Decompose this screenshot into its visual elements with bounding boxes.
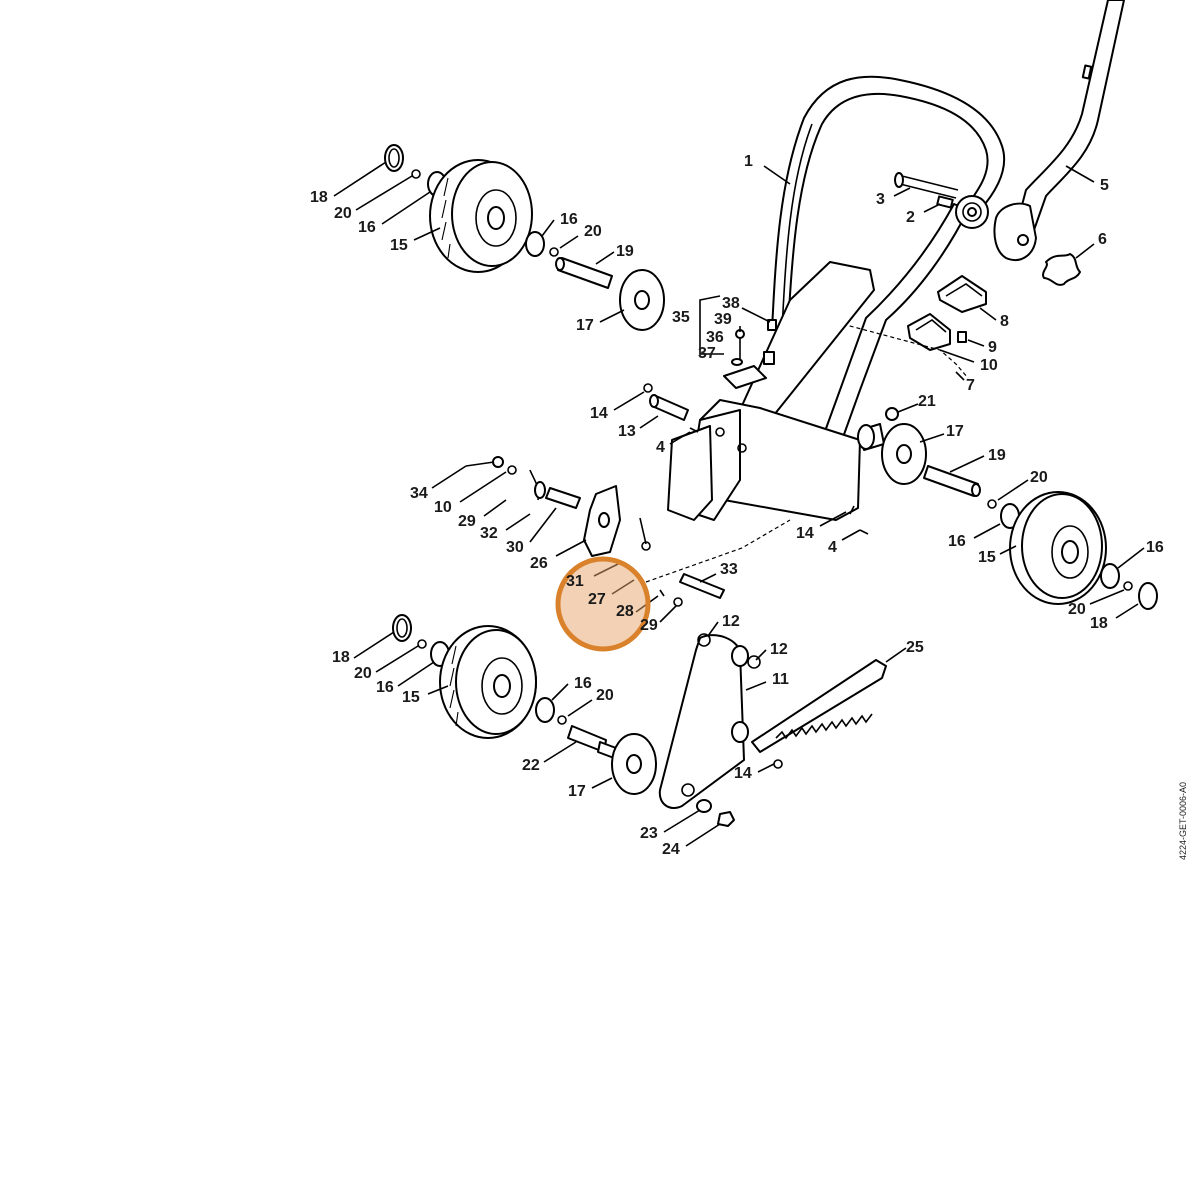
callout-20-bottom: 20 (354, 665, 372, 682)
callout-20-top-b: 20 (584, 223, 602, 240)
callout-20-top: 20 (334, 205, 352, 222)
callout-34: 34 (410, 485, 428, 502)
callout-9: 9 (988, 339, 997, 356)
callout-labels: 1 2 3 5 6 8 9 10 7 18 20 16 15 16 20 19 … (310, 153, 1164, 858)
callout-13: 13 (618, 423, 636, 440)
callout-30: 30 (506, 539, 524, 556)
adjust-group (492, 456, 725, 607)
callout-16-right: 16 (948, 533, 966, 550)
callout-20-bottom-b: 20 (596, 687, 614, 704)
callout-1: 1 (744, 153, 753, 170)
document-code: 4224-GET-0006-A0 (1178, 782, 1188, 860)
pin-13 (649, 394, 689, 421)
callout-16-bottom-b: 16 (574, 675, 592, 692)
clip-14a (643, 383, 653, 393)
callout-37: 37 (698, 345, 716, 362)
callout-29-left: 29 (458, 513, 476, 530)
callout-33: 33 (720, 561, 738, 578)
callout-15-bottom: 15 (402, 689, 420, 706)
callout-8: 8 (1000, 313, 1009, 330)
callout-5: 5 (1100, 177, 1109, 194)
washer-23 (696, 799, 712, 813)
star-knob-6 (1042, 253, 1081, 286)
callout-12-b: 12 (770, 641, 788, 658)
arm-plate-11 (658, 633, 761, 809)
callout-14-mid: 14 (590, 405, 608, 422)
callout-16-top-b: 16 (560, 211, 578, 228)
callout-18-bottom: 18 (332, 649, 350, 666)
callout-23: 23 (640, 825, 658, 842)
callout-36: 36 (706, 329, 724, 346)
callout-27: 27 (588, 591, 606, 608)
callout-21: 21 (918, 393, 936, 410)
nut-24 (717, 811, 735, 827)
callout-18-right: 18 (1090, 615, 1108, 632)
callout-12-a: 12 (722, 613, 740, 630)
highlight-circle (555, 556, 651, 652)
callout-11: 11 (772, 671, 789, 688)
callout-26: 26 (530, 555, 548, 572)
callout-18-top: 18 (310, 189, 328, 206)
callout-31: 31 (566, 573, 584, 590)
wheel-right (881, 423, 1158, 610)
callout-17-top: 17 (576, 317, 594, 334)
callout-22: 22 (522, 757, 540, 774)
callout-4-mid: 4 (656, 439, 665, 456)
callout-6: 6 (1098, 231, 1107, 248)
callout-39: 39 (714, 311, 732, 328)
callout-3: 3 (876, 191, 885, 208)
callout-29-right: 29 (640, 617, 658, 634)
wheel-top-left (384, 144, 665, 331)
callout-10-left: 10 (434, 499, 452, 516)
callout-32: 32 (480, 525, 498, 542)
clip-14c (773, 759, 783, 769)
callout-15-top: 15 (390, 237, 408, 254)
bracket-8 (937, 275, 987, 313)
clip-14b (849, 505, 855, 515)
callout-14-bottom: 14 (734, 765, 752, 782)
screw-21 (885, 407, 899, 421)
callout-14-right: 14 (796, 525, 814, 542)
callout-20-right: 20 (1030, 469, 1048, 486)
rack-25 (751, 659, 887, 753)
pin-4b (859, 529, 869, 535)
screw-set-35 (699, 295, 777, 389)
spacer-2 (936, 195, 954, 209)
callout-16-right-b: 16 (1146, 539, 1164, 556)
callout-19-top: 19 (616, 243, 634, 260)
handle-frame (771, 75, 1006, 446)
wheel-bottom-left (392, 614, 657, 795)
callout-20-right-b: 20 (1068, 601, 1086, 618)
callout-17-bottom: 17 (568, 783, 586, 800)
callout-28: 28 (616, 603, 634, 620)
callout-38: 38 (722, 295, 740, 312)
callout-35: 35 (672, 309, 690, 326)
main-housing (667, 261, 875, 521)
callout-16-top: 16 (358, 219, 376, 236)
bolt-3 (894, 172, 959, 199)
callout-4-right: 4 (828, 539, 837, 556)
callout-2: 2 (906, 209, 915, 226)
callout-19-right: 19 (988, 447, 1006, 464)
screw-9 (957, 331, 967, 343)
pin-4a (689, 427, 699, 433)
callout-10-top: 10 (980, 357, 998, 374)
callout-15-right: 15 (978, 549, 996, 566)
callout-16-bottom: 16 (376, 679, 394, 696)
callout-7: 7 (966, 377, 975, 394)
callout-25: 25 (906, 639, 924, 656)
handle-bar (993, 0, 1125, 261)
callout-17-right: 17 (946, 423, 964, 440)
callout-24: 24 (662, 841, 680, 858)
bracket-10 (907, 313, 951, 351)
